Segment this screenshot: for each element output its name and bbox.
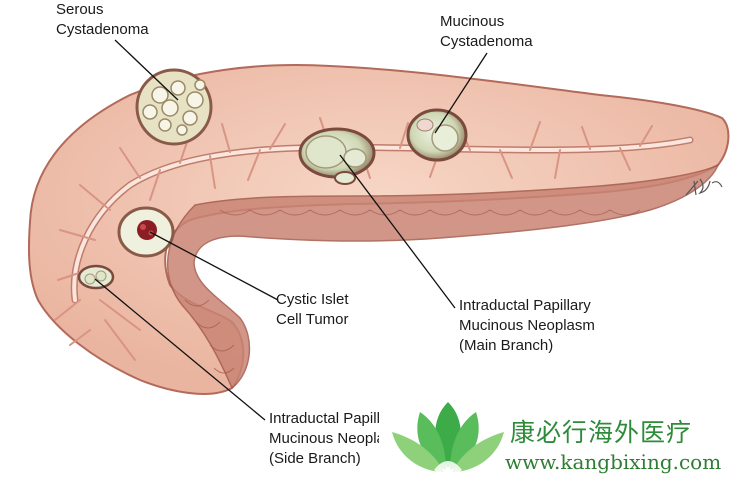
- watermark-chinese-text: 康必行海外医疗: [510, 418, 693, 447]
- artist-signature: [685, 178, 723, 196]
- serous-cystadenoma-cyst: [135, 68, 213, 146]
- label-ipmn-side-branch: Intraductal Papillary Mucinous Neoplasm …: [269, 410, 379, 467]
- label-mucinous-cystadenoma: Mucinous Cystadenoma: [440, 13, 533, 50]
- ipmn-main-branch-cyst: [298, 127, 376, 185]
- watermark-url: www.kangbixing.com: [505, 450, 722, 474]
- lotus-logo-icon: [392, 402, 504, 476]
- lobule-texture-head: [184, 299, 235, 374]
- label-ipmn-main-branch: Intraductal Papillary Mucinous Neoplasm …: [459, 297, 595, 354]
- leader-lines: [94, 39, 488, 421]
- lobule-texture: [219, 209, 641, 216]
- mucinous-cystadenoma-cyst: [406, 108, 468, 162]
- pancreas-lobular-rim: [166, 163, 720, 390]
- label-serous-cystadenoma: Serous Cystadenoma: [56, 1, 149, 38]
- label-cystic-islet-cell-tumor: Cystic Islet Cell Tumor: [276, 291, 349, 328]
- ipmn-side-branch-cyst: [77, 264, 115, 290]
- cystic-islet-cell-tumor: [117, 206, 175, 258]
